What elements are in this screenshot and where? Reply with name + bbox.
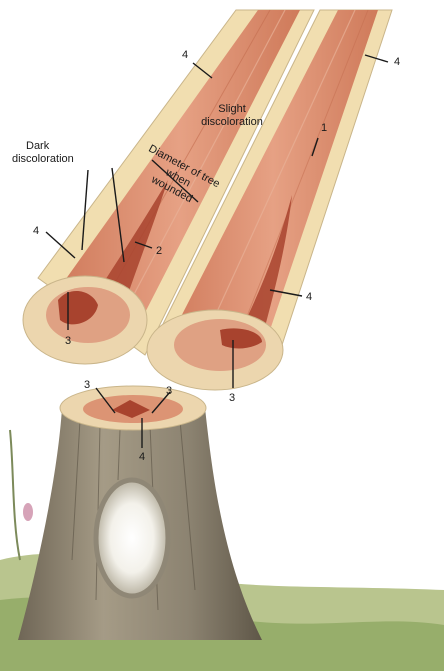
num-3-stump-left: 3 [84,379,90,391]
num-4-left: 4 [33,225,39,237]
num-4-top: 4 [182,49,188,61]
label-slight-line2: discoloration [201,116,263,128]
num-4-stump: 4 [139,451,145,463]
num-4-right-top: 4 [394,56,400,68]
num-1: 1 [321,122,327,134]
num-3-stump-right: 3 [166,385,172,397]
num-3-left: 3 [65,335,71,347]
num-3-right: 3 [229,392,235,404]
num-4-right-mid: 4 [306,291,312,303]
stump [0,386,444,671]
label-slight-line1: Slight [218,103,246,115]
label-dark-line2: discoloration [12,153,74,165]
label-dark-line1: Dark [26,140,50,152]
stump-wound [96,480,168,596]
plant [10,430,20,560]
num-2: 2 [156,245,162,257]
